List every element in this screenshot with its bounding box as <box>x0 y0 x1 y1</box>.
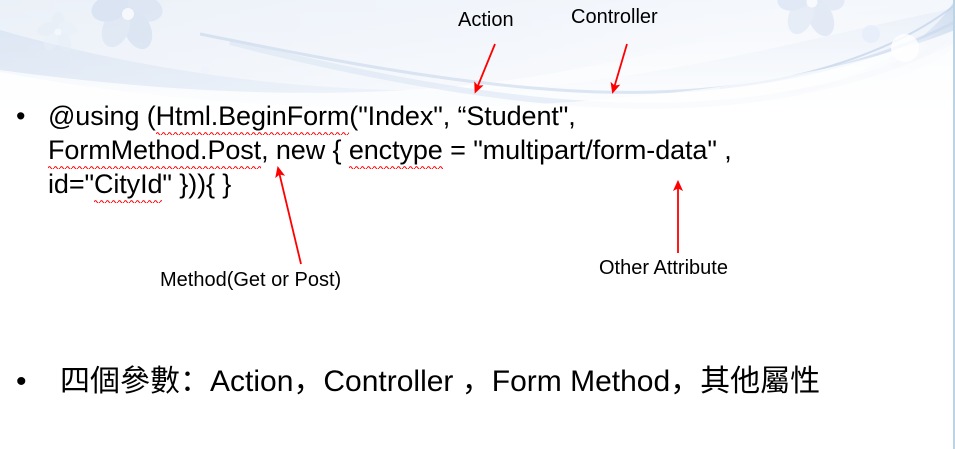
code-seg-misspelled: enctype <box>348 133 443 170</box>
code-block: • @using (Html.BeginForm("Index", “Stude… <box>14 99 914 201</box>
code-line-2: FormMethod.Post, new { enctype = "multip… <box>48 133 732 167</box>
annotation-label-controller: Controller <box>571 6 658 28</box>
code-seg-misspelled: FormMethod.Post <box>48 133 261 170</box>
annotation-label-action: Action <box>458 9 514 31</box>
code-line-3: id="CityId" })){ } <box>48 167 732 201</box>
summary-block: • 四個參數：Action，Controller ，Form Method，其他… <box>14 360 820 404</box>
code-line-1: @using (Html.BeginForm("Index", “Student… <box>48 99 732 133</box>
code-seg: @using ( <box>48 101 156 131</box>
code-seg-misspelled: CityId <box>93 167 162 204</box>
annotation-label-method: Method(Get or Post) <box>160 269 342 291</box>
code-text: @using (Html.BeginForm("Index", “Student… <box>48 99 732 201</box>
code-seg: " })){ } <box>162 169 232 199</box>
code-seg: id=" <box>48 169 94 199</box>
code-seg: ("Index", “Student", <box>349 101 576 131</box>
summary-bullet: • <box>16 365 27 398</box>
code-bullet: • <box>16 101 26 131</box>
arrow-controller <box>610 43 628 94</box>
annotation-label-other-attribute: Other Attribute <box>599 257 728 279</box>
summary-text: 四個參數：Action，Controller ，Form Method，其他屬性 <box>60 365 821 398</box>
arrow-action <box>474 43 496 94</box>
code-seg: , new { <box>261 135 349 165</box>
code-seg: = "multipart/form-data" , <box>442 135 732 165</box>
code-seg-misspelled: Html.BeginForm <box>155 99 349 136</box>
